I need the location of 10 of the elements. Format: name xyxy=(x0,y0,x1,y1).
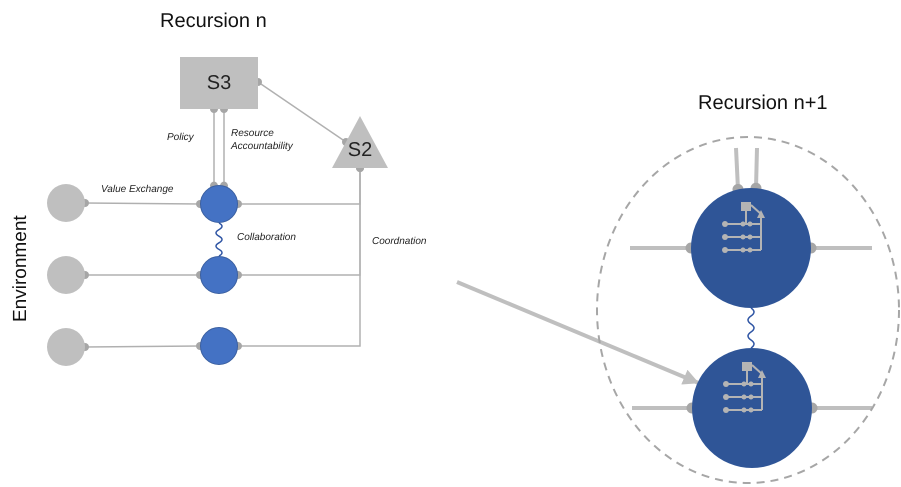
s2-label: S2 xyxy=(346,139,374,162)
environment-label: Environment xyxy=(10,215,32,322)
s3-box: S3 xyxy=(180,57,258,109)
edge-label: Policy xyxy=(167,132,194,144)
recursion-heading: Recursion n xyxy=(160,10,267,33)
wavy-connector xyxy=(747,307,755,349)
edge-label: Value Exchange xyxy=(101,184,174,196)
arrow xyxy=(456,280,700,384)
wavy-connector xyxy=(215,222,223,257)
recursion-heading: Recursion n+1 xyxy=(698,92,828,115)
